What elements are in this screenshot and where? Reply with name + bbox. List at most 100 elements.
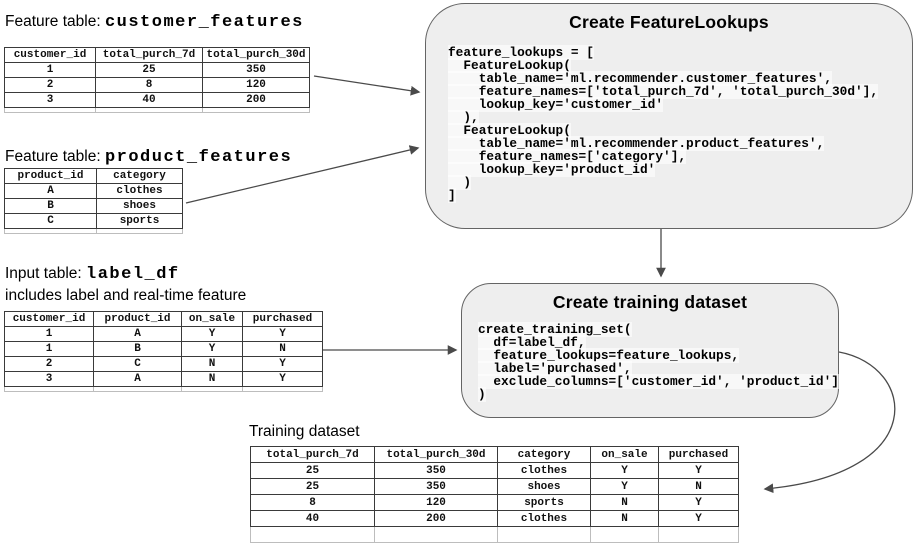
table-cell: shoes [497,478,591,495]
cropped-cell [95,107,203,113]
table-cropped-row [4,228,183,234]
table-cell: shoes [96,198,183,214]
title-prefix: Feature table: [5,13,105,30]
table-cell: 25 [95,62,203,78]
table-cell: A [93,326,182,342]
code-line: ) [448,175,472,190]
table-cell: 2 [4,356,94,372]
code-line: FeatureLookup( [448,58,571,73]
cropped-cell [658,526,739,543]
table-cell: 8 [95,77,203,93]
table-cell: B [4,198,97,214]
table-cell: 1 [4,341,94,357]
cropped-cell [4,107,96,113]
table-cell: 120 [374,494,498,511]
column-header: category [497,446,591,463]
column-header: total_purch_7d [95,47,203,63]
table-cell: Y [658,462,739,479]
column-header: customer_id [4,311,94,327]
table-cell: N [181,371,243,387]
table-cell: 1 [4,326,94,342]
table-cell: 40 [95,92,203,108]
column-header: total_purch_7d [250,446,375,463]
column-header: purchased [658,446,739,463]
column-header: total_purch_30d [374,446,498,463]
cropped-cell [242,386,323,392]
cropped-cell [96,228,183,234]
cropped-cell [4,386,94,392]
table-cell: Y [181,326,243,342]
table-cell: N [590,510,659,527]
table-cell: 3 [4,371,94,387]
code-line: lookup_key='product_id' [448,162,656,177]
table-cell: Y [242,326,323,342]
label-df-title: Input table: label_df [5,263,246,285]
table-cell: 200 [202,92,310,108]
code-line: create_training_set( [478,322,632,337]
table-cell: 25 [250,462,375,479]
create-training-dataset-box: Create training dataset create_training_… [461,283,839,418]
create-featurelookups-box-title: Create FeatureLookups [569,12,769,32]
create-featurelookups-box: Create FeatureLookups feature_lookups = … [425,3,913,229]
code-line: ] [448,188,456,203]
cropped-cell [497,526,591,543]
code-line: table_name='ml.recommender.customer_feat… [448,71,832,86]
table-cell: clothes [497,462,591,479]
cropped-cell [374,526,498,543]
table-cell: 120 [202,77,310,93]
column-header: total_purch_30d [202,47,310,63]
table-cell: 350 [202,62,310,78]
code-line: table_name='ml.recommender.product_featu… [448,136,825,151]
table-cell: 2 [4,77,96,93]
code-line: FeatureLookup( [448,123,571,138]
table-cropped-row [4,107,310,113]
table-cell: 1 [4,62,96,78]
code-line: ), [448,110,479,125]
table-cell: 350 [374,478,498,495]
label-df-subtitle: includes label and real-time feature [5,287,247,304]
table-cell: clothes [96,183,183,199]
code-line: feature_lookups = [ [448,45,594,60]
code-line: feature_lookups=feature_lookups, [478,348,740,363]
table-cell: N [242,341,323,357]
table-cell: Y [658,510,739,527]
code-line: exclude_columns=['customer_id', 'product… [478,374,839,389]
table-cell: C [4,213,97,229]
table-cell: A [4,183,97,199]
title-table-name: product_features [104,148,293,167]
table-cell: Y [590,478,659,495]
code-line: feature_names=['category'], [448,149,687,164]
customer-features-title: Feature table: customer_features [5,11,304,33]
title-table-name: customer_features [104,13,304,32]
table-cell: 25 [250,478,375,495]
column-header: product_id [93,311,182,327]
table-cropped-row [4,386,323,392]
column-header: category [96,168,183,184]
table-cell: Y [242,356,323,372]
table-cell: B [93,341,182,357]
table-cell: C [93,356,182,372]
table-cell: N [181,356,243,372]
table-cell: Y [181,341,243,357]
table-cell: 200 [374,510,498,527]
table-cell: sports [96,213,183,229]
